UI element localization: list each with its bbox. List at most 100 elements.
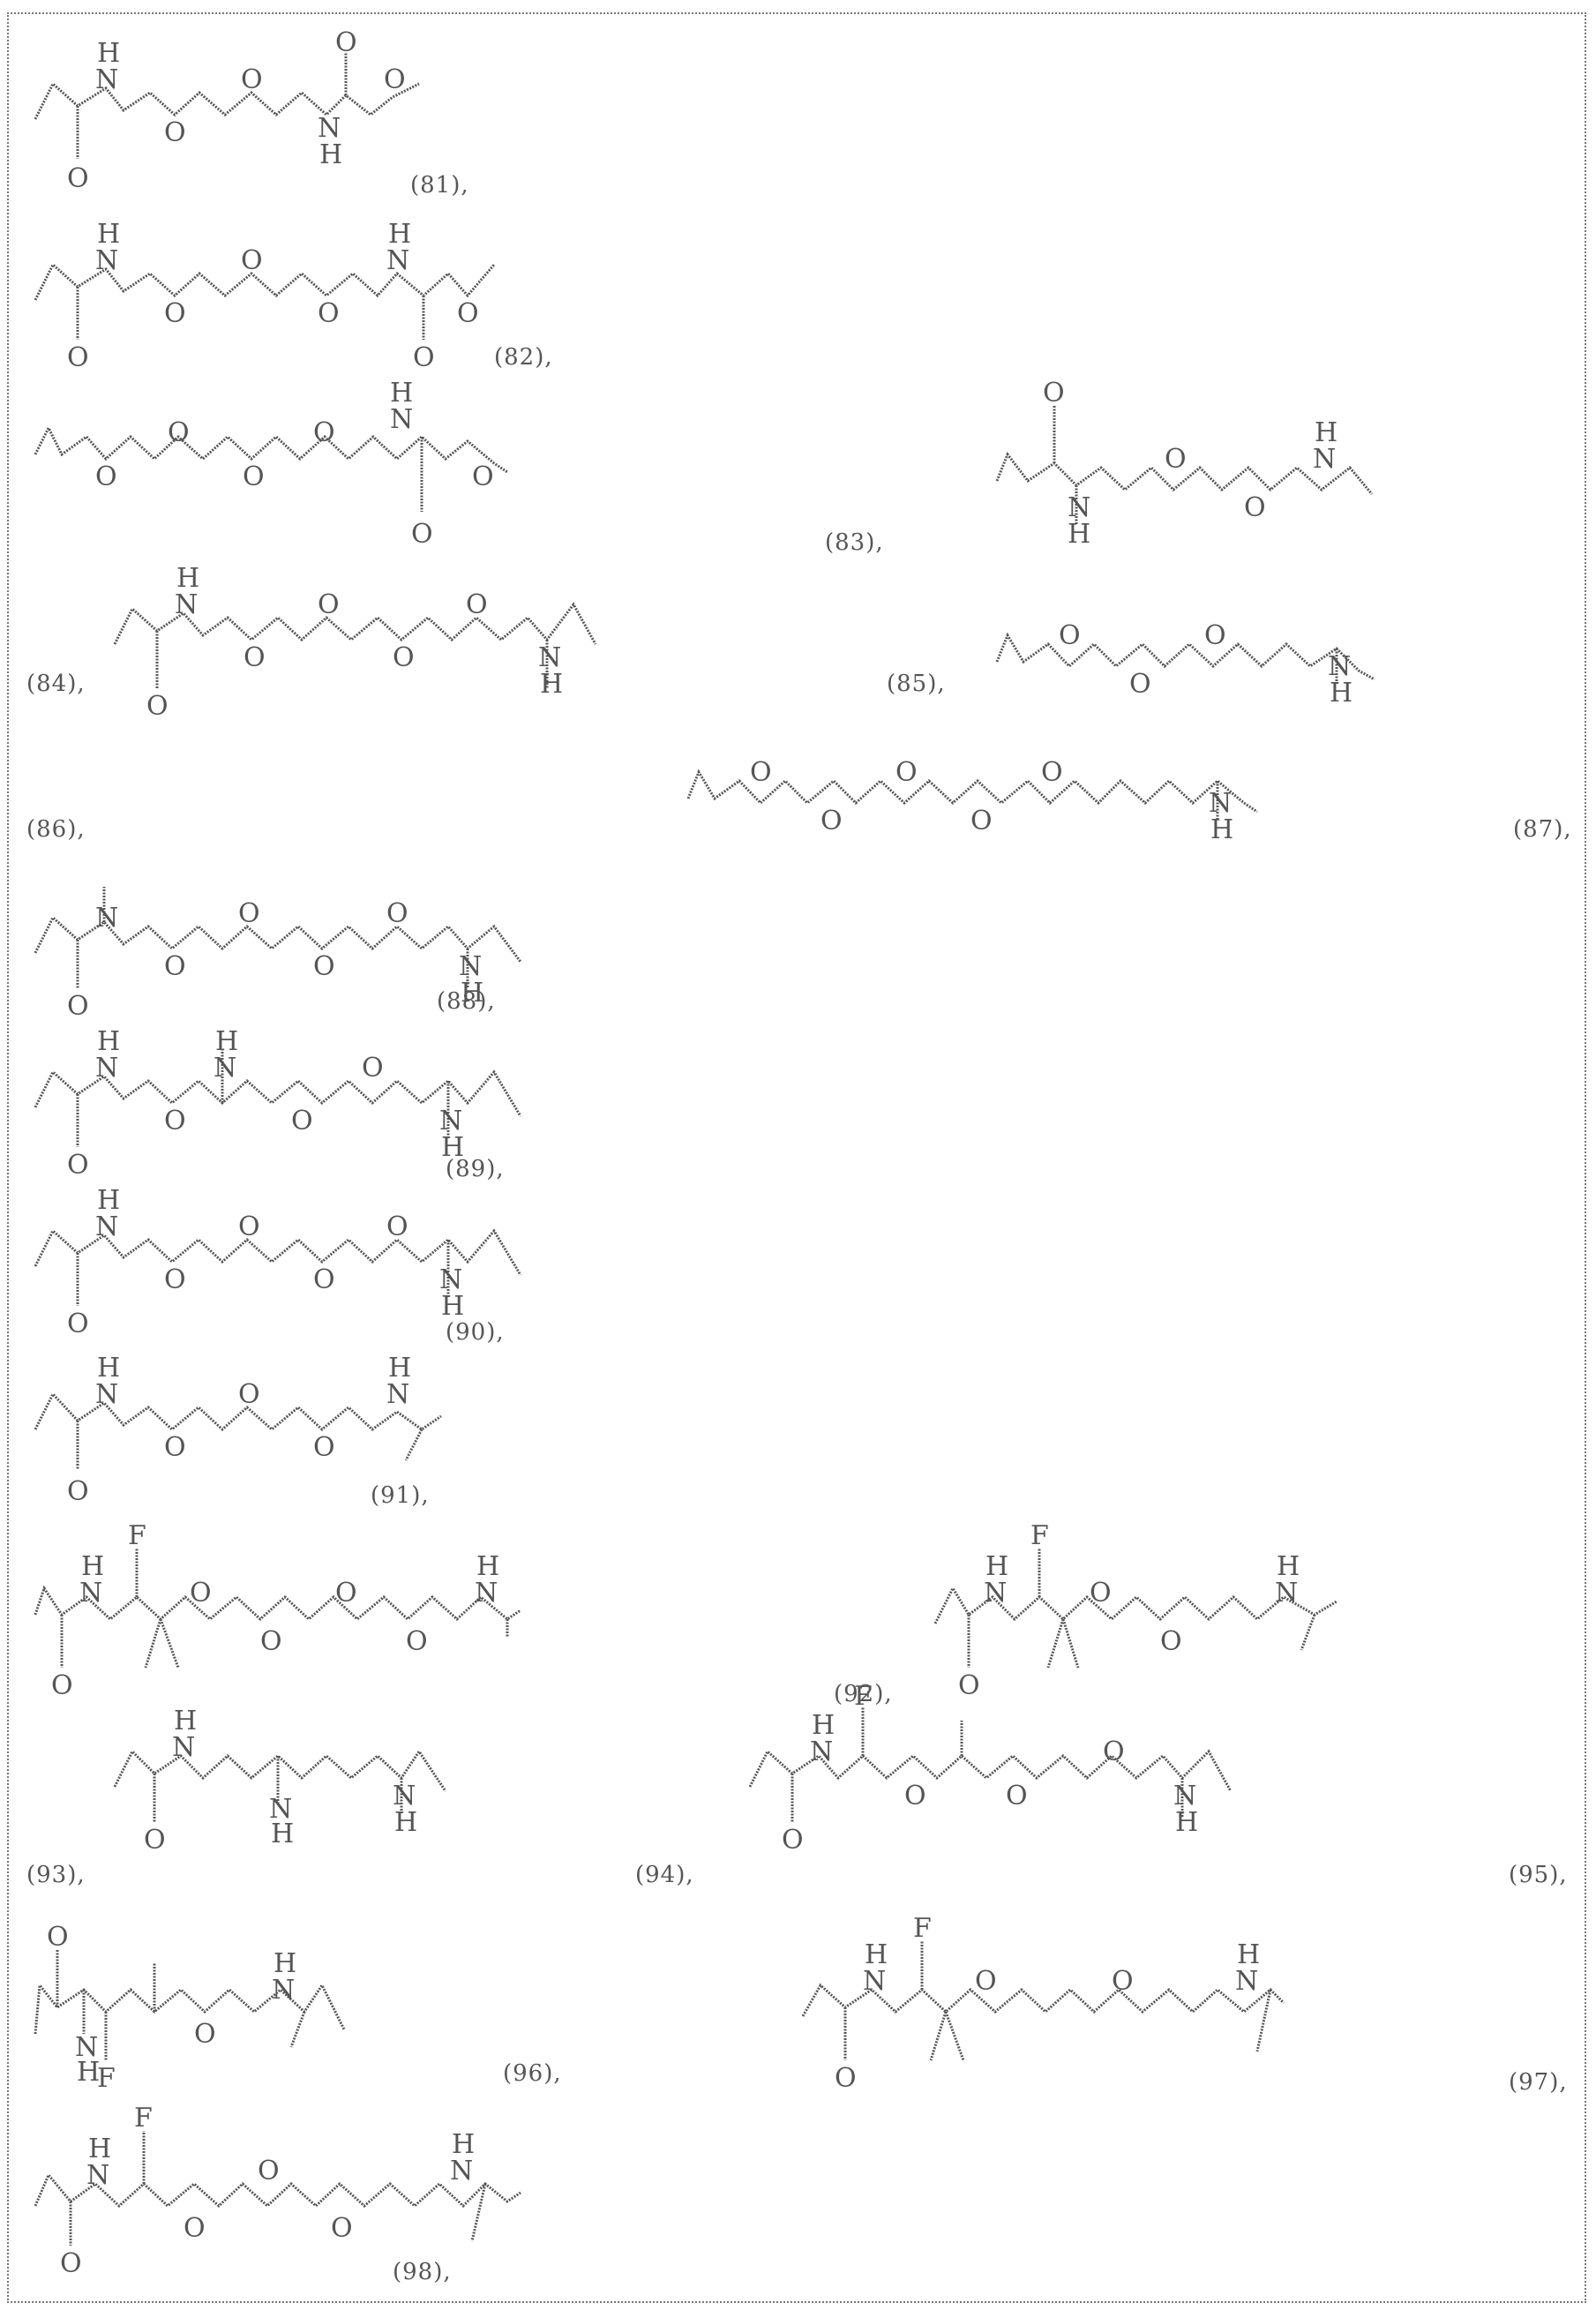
svg-text:O: O	[47, 1922, 69, 1953]
svg-text:N: N	[863, 1966, 886, 1997]
svg-text:O: O	[1059, 620, 1081, 651]
svg-text:F: F	[97, 2063, 116, 2094]
svg-text:O: O	[1165, 444, 1187, 475]
svg-text:O: O	[67, 1309, 89, 1339]
svg-text:H: H	[812, 1710, 835, 1741]
compound-label-87: (87),	[1513, 816, 1572, 843]
svg-text:H: H	[1315, 417, 1337, 448]
svg-text:H: H	[271, 1819, 294, 1849]
compound-label-88: (88),	[437, 988, 496, 1015]
svg-text:N: N	[214, 1053, 236, 1084]
svg-text:O: O	[393, 642, 415, 673]
svg-text:O: O	[472, 461, 494, 492]
svg-text:O: O	[164, 1432, 186, 1463]
svg-text:H: H	[390, 378, 413, 409]
svg-text:O: O	[260, 1626, 282, 1657]
svg-text:H: H	[81, 1551, 104, 1582]
svg-text:O: O	[244, 642, 266, 673]
svg-text:H: H	[540, 669, 563, 700]
svg-text:O: O	[67, 1150, 89, 1181]
compound-label-91: (91),	[371, 1482, 430, 1509]
compound-label-93: (93),	[26, 1862, 86, 1888]
svg-text:O: O	[67, 991, 89, 1022]
structure-96: O N H F O N H	[26, 1915, 556, 2095]
svg-text:H: H	[1068, 519, 1090, 550]
svg-text:H: H	[97, 1353, 120, 1384]
svg-text:H: H	[215, 1026, 238, 1057]
svg-text:O: O	[782, 1825, 804, 1856]
svg-text:O: O	[411, 519, 433, 550]
svg-text:O: O	[406, 1626, 428, 1657]
svg-text:H: H	[97, 38, 120, 69]
svg-text:O: O	[1244, 492, 1266, 523]
svg-text:H: H	[97, 1185, 120, 1216]
svg-text:N: N	[175, 589, 198, 620]
compound-label-95: (95),	[1509, 1862, 1568, 1888]
svg-text:N: N	[95, 245, 118, 276]
svg-text:O: O	[184, 2213, 206, 2244]
svg-text:O: O	[1204, 620, 1226, 651]
svg-text:F: F	[1030, 1520, 1049, 1551]
compound-label-98: (98),	[393, 2259, 452, 2285]
svg-text:O: O	[895, 757, 918, 788]
svg-text:O: O	[835, 2063, 857, 2094]
structure-94: O N H N H N H	[106, 1703, 706, 1856]
svg-text:N: N	[95, 903, 118, 934]
svg-text:O: O	[241, 64, 263, 95]
svg-text:H: H	[1330, 678, 1352, 709]
svg-text:O: O	[1112, 1966, 1134, 1997]
svg-text:N: N	[95, 1379, 118, 1410]
svg-text:O: O	[168, 417, 190, 448]
svg-text:H: H	[388, 1353, 411, 1384]
compound-label-83: (83),	[825, 529, 884, 556]
svg-text:O: O	[820, 806, 843, 836]
svg-text:H: H	[97, 219, 120, 250]
svg-text:N: N	[390, 404, 413, 435]
svg-text:O: O	[362, 1053, 384, 1084]
structure-85: O N H O O O O N H	[106, 556, 900, 727]
svg-text:F: F	[913, 1913, 932, 1944]
svg-text:O: O	[164, 1264, 186, 1295]
svg-text:O: O	[164, 951, 186, 982]
structure-93: O N H F O O N H	[926, 1518, 1588, 1698]
svg-text:O: O	[67, 1476, 89, 1507]
svg-text:O: O	[335, 1578, 357, 1609]
structure-88: O N O O O O N H	[26, 874, 820, 1036]
svg-text:H: H	[97, 1026, 120, 1057]
svg-text:N: N	[450, 2156, 473, 2186]
svg-text:O: O	[904, 1781, 926, 1811]
compound-label-90: (90),	[446, 1319, 505, 1346]
svg-text:O: O	[1041, 757, 1063, 788]
svg-text:N: N	[1235, 1966, 1258, 1997]
svg-text:H: H	[319, 139, 342, 170]
structure-95: O N H F O O O N H	[741, 1694, 1535, 1865]
svg-text:O: O	[238, 898, 260, 929]
svg-text:O: O	[243, 461, 265, 492]
svg-text:N: N	[86, 2160, 109, 2191]
svg-text:O: O	[1129, 669, 1151, 700]
svg-text:O: O	[386, 898, 408, 929]
svg-text:N: N	[172, 1732, 195, 1763]
svg-text:H: H	[1210, 814, 1233, 845]
compound-label-84: (84),	[26, 671, 86, 697]
structure-92: O N H F O O O O N H	[26, 1518, 820, 1698]
compound-label-94: (94),	[635, 1862, 694, 1888]
svg-text:O: O	[331, 2213, 353, 2244]
svg-text:O: O	[335, 27, 357, 58]
svg-text:O: O	[1090, 1578, 1112, 1609]
svg-text:N: N	[386, 1379, 409, 1410]
svg-text:N: N	[95, 1053, 118, 1084]
svg-text:O: O	[258, 2156, 280, 2186]
svg-text:O: O	[384, 64, 406, 95]
svg-text:H: H	[985, 1551, 1008, 1582]
svg-text:N: N	[1275, 1578, 1298, 1609]
svg-text:N: N	[1313, 444, 1336, 475]
svg-text:H: H	[865, 1939, 888, 1970]
svg-text:O: O	[750, 757, 772, 788]
svg-text:O: O	[194, 2019, 216, 2050]
svg-text:O: O	[241, 245, 263, 276]
svg-text:O: O	[313, 1432, 335, 1463]
svg-text:H: H	[88, 2134, 111, 2164]
svg-text:H: H	[476, 1551, 499, 1582]
svg-text:O: O	[190, 1578, 212, 1609]
